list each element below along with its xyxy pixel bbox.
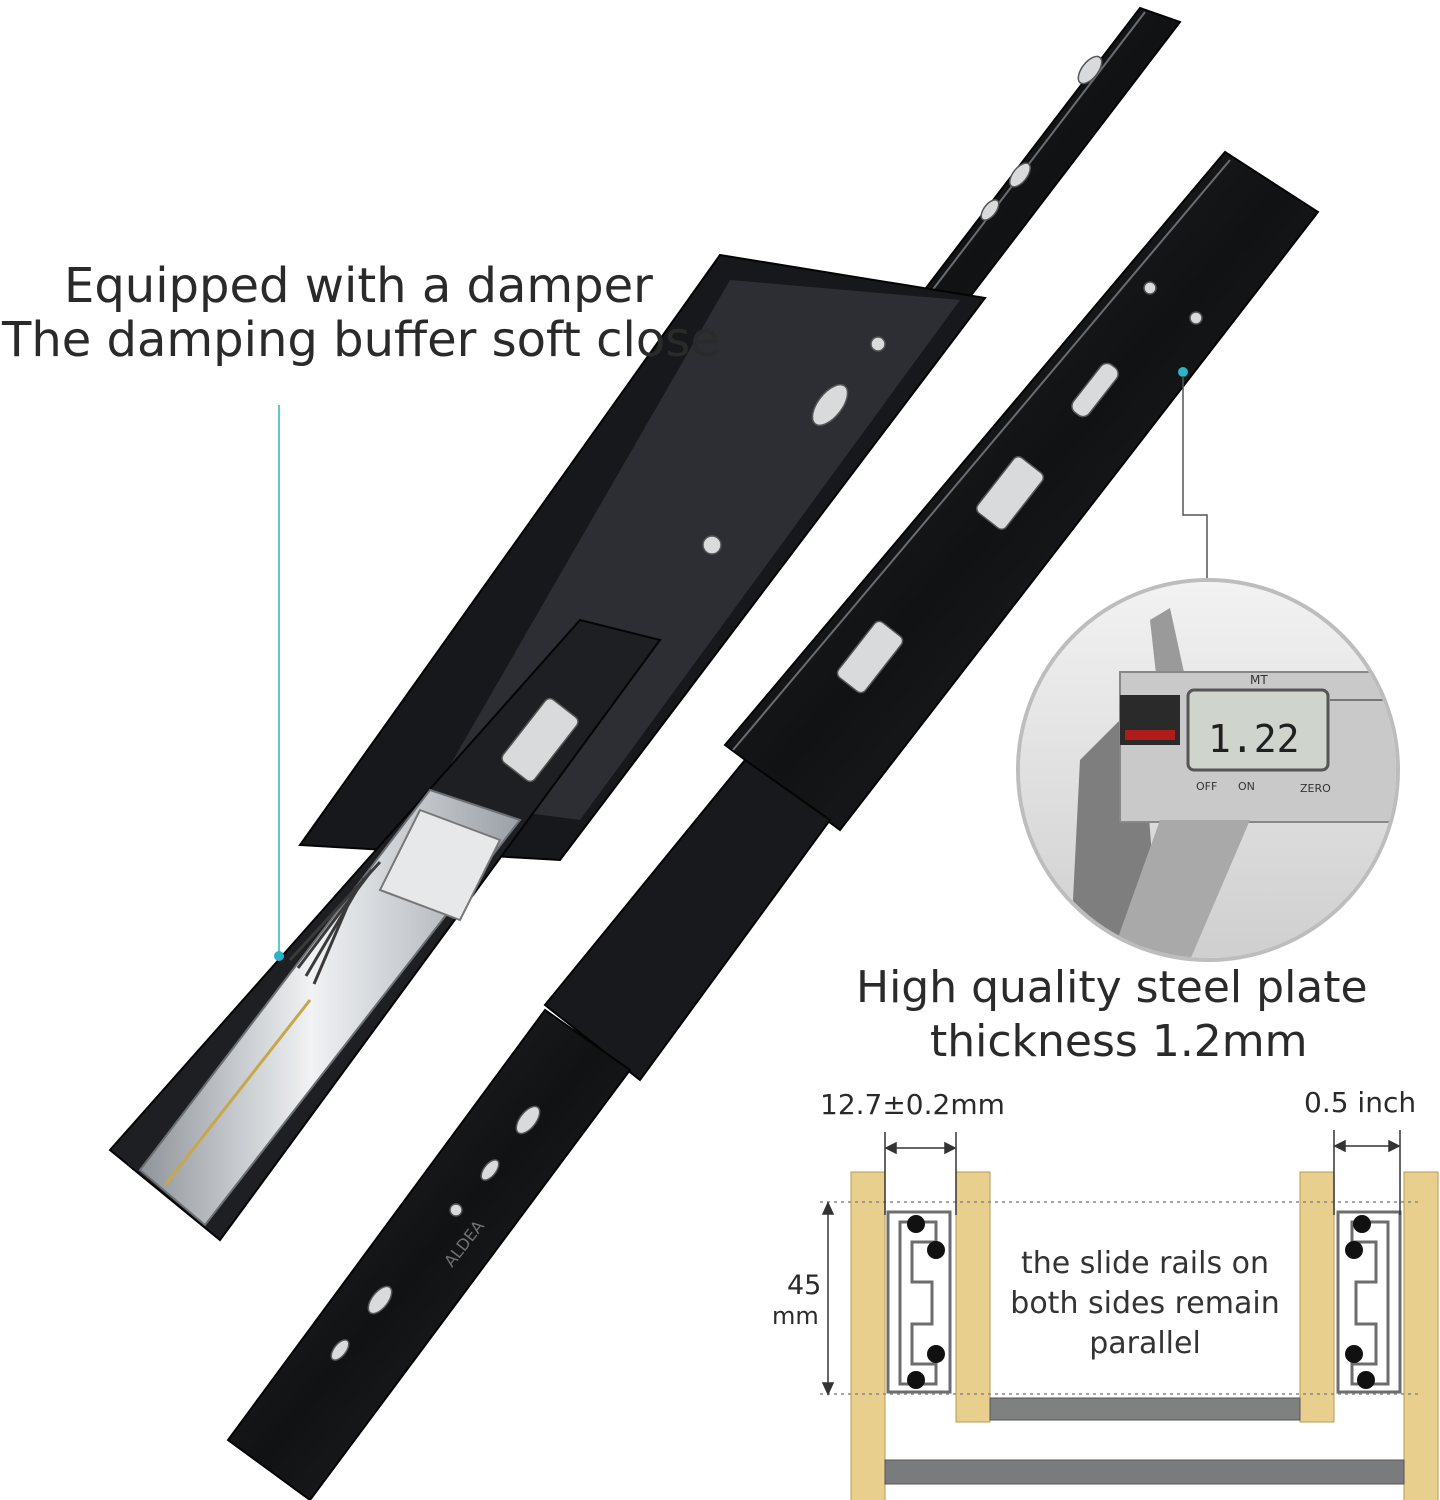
right-slide-rail: ALDEA bbox=[226, 150, 1320, 1500]
left-rail-mounting-holes bbox=[501, 55, 1103, 783]
parallel-guide-lines bbox=[820, 1201, 1420, 1395]
caliper-reading: 1.22 bbox=[1208, 717, 1300, 761]
parallel-rails-note: the slide rails on both sides remain par… bbox=[995, 1244, 1295, 1364]
damper-callout-dot bbox=[274, 951, 284, 961]
right-drawer-side bbox=[1299, 1171, 1335, 1423]
left-cabinet-wall bbox=[850, 1171, 886, 1500]
rail-width-mm-label: 12.7±0.2mm bbox=[820, 1088, 1005, 1121]
steel-callout-dot bbox=[1178, 367, 1188, 377]
steel-callout-line bbox=[1182, 376, 1208, 582]
steel-callout-subtitle: thickness 1.2mm bbox=[930, 1016, 1308, 1067]
right-rail-middle-member bbox=[543, 758, 832, 1082]
rail-height-value: 45 bbox=[787, 1270, 822, 1301]
dimension-lines bbox=[821, 1130, 1401, 1396]
parallel-note-line-1: the slide rails on bbox=[1020, 1246, 1270, 1281]
steel-callout-title: High quality steel plate bbox=[856, 962, 1368, 1013]
caliper-off-button: OFF bbox=[1196, 780, 1217, 793]
cross-section-diagram bbox=[820, 1130, 1439, 1500]
cabinet-bottom-panel bbox=[884, 1459, 1405, 1485]
right-rail-mounting-holes bbox=[330, 281, 1203, 1361]
left-rail-ball-bearings bbox=[907, 1215, 945, 1389]
right-rail-ball-bearings bbox=[1345, 1215, 1375, 1389]
caliper-on-button: ON bbox=[1238, 780, 1255, 793]
left-rail-profile bbox=[886, 1210, 952, 1394]
magnifier-circle: 1.22 MT OFF ON ZERO bbox=[1016, 578, 1400, 962]
rail-height-unit: mm bbox=[772, 1302, 819, 1330]
left-drawer-side bbox=[955, 1171, 991, 1423]
damper-spring bbox=[288, 860, 382, 985]
right-rail-outer-member bbox=[226, 1008, 632, 1500]
caliper-zero-button: ZERO bbox=[1300, 782, 1331, 795]
rail-width-inch-label: 0.5 inch bbox=[1304, 1086, 1417, 1119]
left-slide-rail bbox=[108, 6, 1182, 1242]
caliper-display bbox=[1186, 688, 1330, 772]
drawer-bottom-panel bbox=[989, 1397, 1301, 1421]
right-rail-profile bbox=[1336, 1210, 1402, 1394]
parallel-note-line-3: parallel bbox=[1089, 1326, 1201, 1361]
right-cabinet-wall bbox=[1403, 1171, 1439, 1500]
damper-callout-title: Equipped with a damper bbox=[64, 258, 653, 314]
damper-callout-subtitle: The damping buffer soft close bbox=[2, 312, 720, 368]
caliper-brand: MT bbox=[1250, 673, 1268, 687]
parallel-note-line-2: both sides remain bbox=[1010, 1286, 1280, 1321]
